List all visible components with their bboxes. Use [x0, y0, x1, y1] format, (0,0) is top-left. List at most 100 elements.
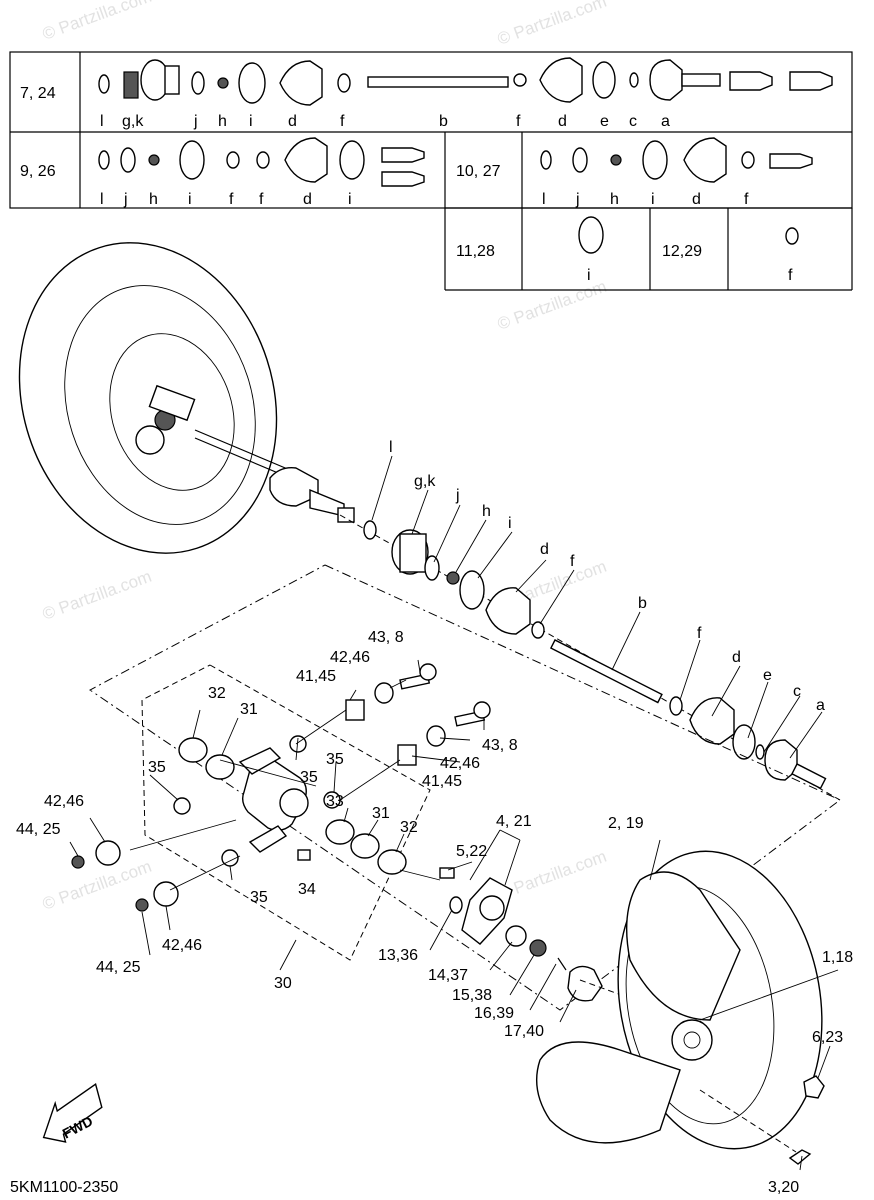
watermark: © Partzilla.com	[495, 0, 609, 49]
axle-shaft-assembly	[194, 429, 355, 523]
watermark: © Partzilla.com	[40, 0, 154, 44]
callout-label: 16,39	[474, 1005, 514, 1022]
callout-leaders-upper	[371, 455, 823, 759]
callout-label: 35	[250, 889, 268, 906]
callout-label: 14,37	[428, 967, 468, 984]
table-letter: d	[288, 113, 297, 130]
table-letter: f	[744, 191, 749, 208]
callout-label: 35	[326, 751, 344, 768]
clamp-icon	[785, 227, 799, 245]
watermark: © Partzilla.com	[495, 277, 609, 334]
table-ref-row3b: 12,29	[662, 243, 702, 260]
callout-label: 43, 8	[482, 737, 518, 754]
callout-label: 5,22	[456, 843, 487, 860]
watermark: © Partzilla.com	[40, 567, 154, 624]
table-letter: l	[100, 191, 104, 208]
table-letter: j	[193, 113, 198, 130]
callout-label: g,k	[414, 473, 436, 490]
callout-label: 42,46	[440, 755, 480, 772]
table-letter: i	[587, 267, 591, 284]
table-letter: i	[188, 191, 192, 208]
clamp-icon	[578, 216, 604, 254]
table-letter: a	[661, 113, 670, 130]
diagram-code: 5KM1100-2350	[10, 1179, 118, 1196]
table-letter: e	[600, 113, 609, 130]
table-letter: d	[558, 113, 567, 130]
callout-label: b	[638, 595, 647, 612]
callout-label: 31	[372, 805, 390, 822]
table-letter: g,k	[122, 113, 144, 130]
callout-label: 42,46	[162, 937, 202, 954]
callout-label: 44, 25	[96, 959, 141, 976]
callout-label: 34	[298, 881, 316, 898]
table-ref-row3a: 11,28	[456, 243, 495, 260]
table-letter: f	[788, 267, 793, 284]
callout-label: 4, 21	[496, 813, 532, 830]
table-letter: j	[575, 191, 580, 208]
hub-parts	[429, 829, 691, 1023]
callout-label: d	[540, 541, 549, 558]
callout-label: 43, 8	[368, 629, 404, 646]
fwd-arrow-icon: FWD	[42, 1083, 103, 1143]
row2b-part-icons	[540, 137, 813, 183]
table-letter: c	[629, 113, 637, 130]
callout-label: 31	[240, 701, 258, 718]
table-letter: f	[516, 113, 521, 130]
table-letter: j	[123, 191, 128, 208]
swing-arm-frame	[89, 564, 841, 1011]
rear-wheel-left	[18, 242, 278, 554]
row2-part-icons	[98, 137, 425, 187]
callout-label: 32	[208, 685, 226, 702]
callout-label: 2, 19	[608, 815, 644, 832]
table-letter: l	[100, 113, 104, 130]
row1-part-icons	[98, 57, 833, 106]
callout-label: 41,45	[296, 668, 336, 685]
rear-wheel-right	[535, 839, 839, 1171]
callout-label: a	[816, 697, 825, 714]
callout-label: h	[482, 503, 491, 520]
table-ref-row2b: 10, 27	[456, 163, 501, 180]
table-letter: i	[348, 191, 352, 208]
callout-label: 42,46	[44, 793, 84, 810]
callout-label: 44, 25	[16, 821, 61, 838]
callout-label: d	[732, 649, 741, 666]
callout-label: e	[763, 667, 772, 684]
table-frame	[9, 51, 853, 209]
callout-label: 41,45	[422, 773, 462, 790]
table-letter: d	[692, 191, 701, 208]
callout-label: 33	[326, 793, 344, 810]
table-letter: i	[249, 113, 253, 130]
table-letter: h	[218, 113, 227, 130]
table-letter: h	[610, 191, 619, 208]
knuckle-parts	[71, 663, 491, 912]
callout-label: 35	[148, 759, 166, 776]
callout-label: f	[570, 553, 575, 570]
callout-label: j	[455, 487, 460, 504]
callout-label: 42,46	[330, 649, 370, 666]
callout-label: c	[793, 683, 801, 700]
table-letter: b	[439, 113, 448, 130]
table-ref-row1: 7, 24	[20, 85, 56, 102]
table-letter: l	[542, 191, 546, 208]
callout-label: 15,38	[452, 987, 492, 1004]
callout-label: 17,40	[504, 1023, 544, 1040]
callout-label: i	[508, 515, 512, 532]
callout-label: 3,20	[768, 1179, 799, 1196]
callout-leaders-middle	[69, 659, 485, 971]
callout-label: 32	[400, 819, 418, 836]
callout-label: f	[697, 625, 702, 642]
callout-labels: l g,k j h i d f b f d e c a 43, 8 42,46 …	[16, 439, 853, 1196]
parts-kit-table: 7, 24 9, 26 10, 27 11,28 12,29 l g	[9, 51, 853, 291]
callout-label: 30	[274, 975, 292, 992]
callout-label: 35	[300, 769, 318, 786]
callout-label: 6,23	[812, 1029, 843, 1046]
table-ref-row2: 9, 26	[20, 163, 56, 180]
table-letter: i	[651, 191, 655, 208]
table-letter: h	[149, 191, 158, 208]
callout-label: 1,18	[822, 949, 853, 966]
callout-label: l	[389, 439, 393, 456]
callout-label: 13,36	[378, 947, 418, 964]
table-letter: f	[340, 113, 345, 130]
watermark: © Partzilla.com	[495, 847, 609, 904]
